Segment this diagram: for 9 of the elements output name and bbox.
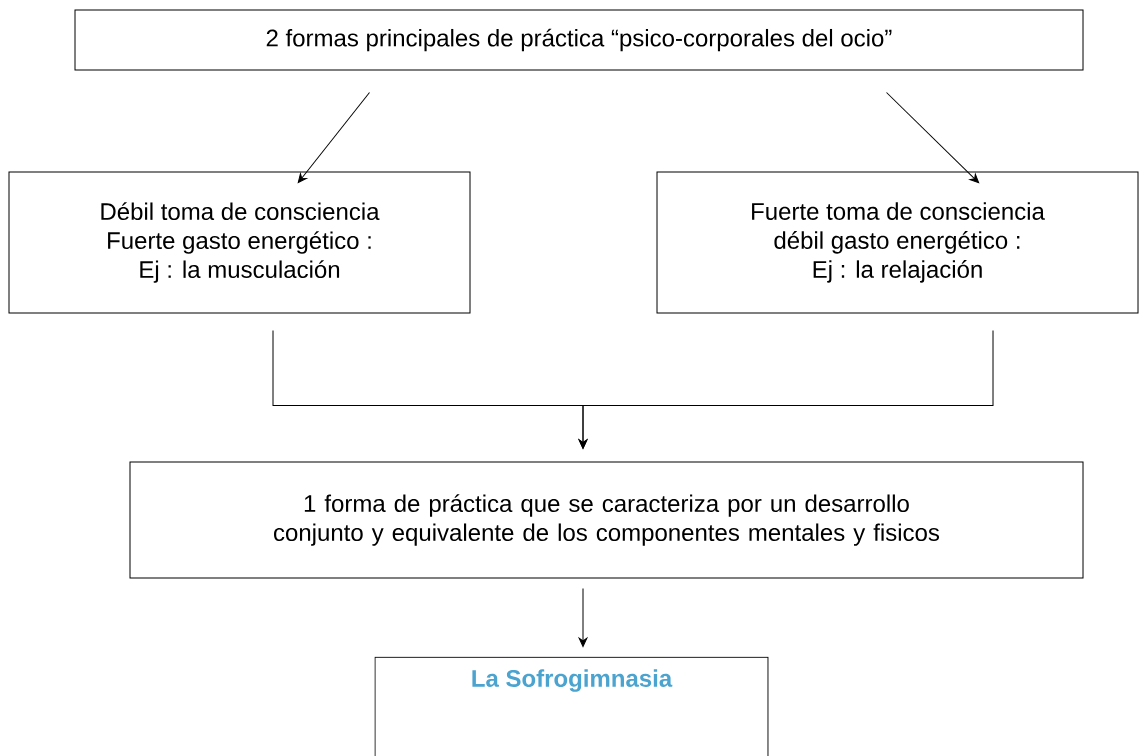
- arrow: [578, 588, 588, 648]
- text-box: La Sofrogimnasia: [374, 656, 769, 756]
- text-box: Fuerte toma de consciencia débil gasto energético : Ej : la relajación: [656, 171, 1139, 314]
- text-box: Débil toma de consciencia Fuerte gasto energético : Ej : la musculación: [8, 171, 471, 314]
- text-box: 1 forma de práctica que se caracteriza por un desarrollo conjunto y equivalente de los componentes mentales y fisicos: [129, 461, 1084, 579]
- arrow: [886, 92, 980, 184]
- text-box: 2 formas principales de práctica “psico-corporales del ocio”: [74, 9, 1084, 71]
- arrow: [297, 92, 370, 184]
- arrow: [578, 330, 994, 449]
